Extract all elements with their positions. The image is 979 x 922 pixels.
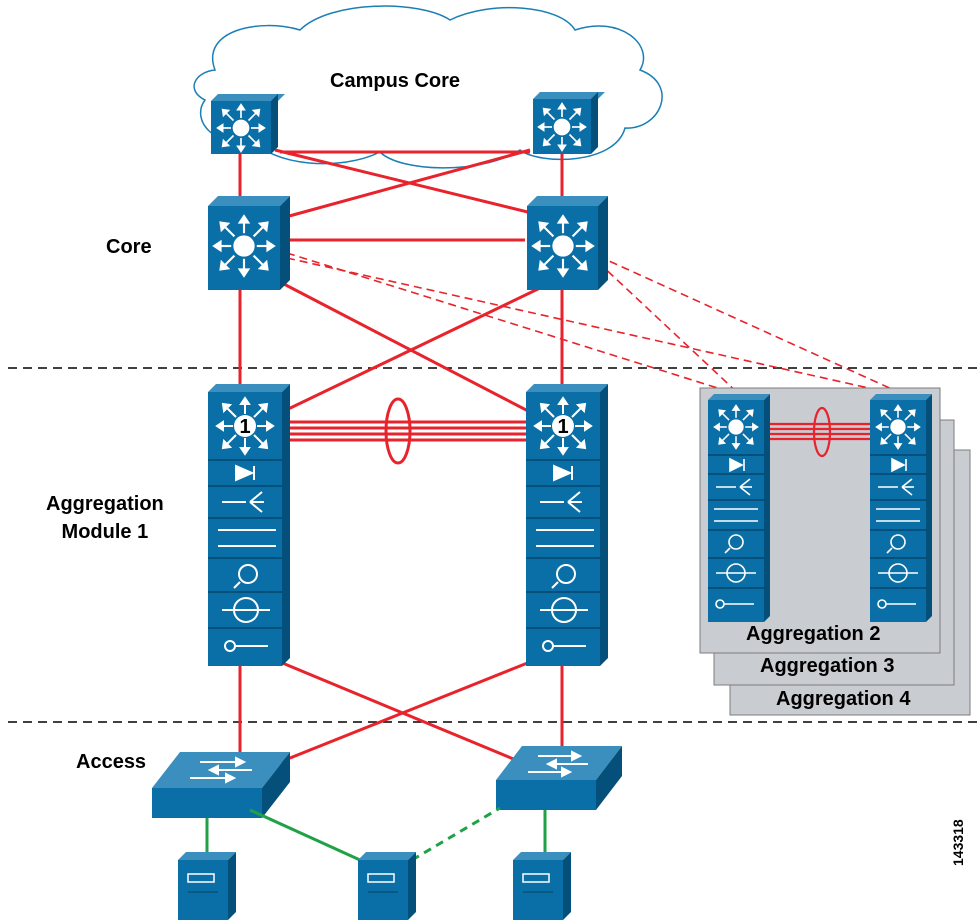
server-icon: [513, 852, 571, 920]
multilayer-switch-icon: [213, 215, 275, 277]
multilayer-switch-icon: [713, 404, 759, 450]
multilayer-switch-icon: [216, 103, 266, 153]
agg-module1-stack-right: 1: [526, 384, 608, 666]
port-channel-agg1: [290, 397, 526, 465]
layer2-switch-icon: [190, 756, 252, 784]
core-links: [238, 148, 564, 772]
firewall-service-icon: [235, 464, 255, 482]
agg2-stack-right: [870, 394, 932, 622]
switch-number: 1: [239, 416, 250, 438]
server-links: [205, 806, 547, 862]
firewall-service-icon: [553, 464, 573, 482]
access-switch-left: [152, 752, 290, 818]
server-icon: [178, 852, 236, 920]
multilayer-switch-icon: [532, 215, 594, 277]
aggregation-module-label: Aggregation Module 1: [46, 490, 164, 546]
network-analysis-icon: [556, 564, 576, 584]
core-switch-right: [527, 196, 608, 290]
multilayer-switch-icon: [537, 102, 587, 152]
campus-core-switch-right: [533, 92, 605, 154]
aggregation-3-label: Aggregation 3: [760, 655, 895, 677]
server-icon: [358, 852, 416, 920]
core-switch-left: [208, 196, 290, 290]
core-to-agg2-links: [286, 252, 906, 396]
switch-number: 1: [557, 416, 568, 438]
port-channel-agg2: [770, 406, 870, 458]
aggregation-2-label: Aggregation 2: [746, 623, 881, 645]
aggregation-module-label-line2: Module 1: [61, 521, 149, 543]
campus-core-label: Campus Core: [330, 70, 461, 92]
agg2-stack-left: [708, 394, 770, 622]
network-analysis-icon: [238, 564, 258, 584]
access-label: Access: [76, 751, 147, 773]
aggregation-4-label: Aggregation 4: [776, 688, 911, 710]
multilayer-switch-icon: [875, 404, 921, 450]
layer2-switch-icon: [528, 750, 588, 778]
core-label: Core: [106, 236, 152, 258]
agg-module1-stack-left: 1: [208, 384, 290, 666]
figure-id: 143318: [950, 819, 966, 866]
access-switch-right: [496, 746, 622, 810]
campus-core-switch-left: [211, 94, 285, 154]
aggregation-module-label-line1: Aggregation: [46, 493, 164, 515]
